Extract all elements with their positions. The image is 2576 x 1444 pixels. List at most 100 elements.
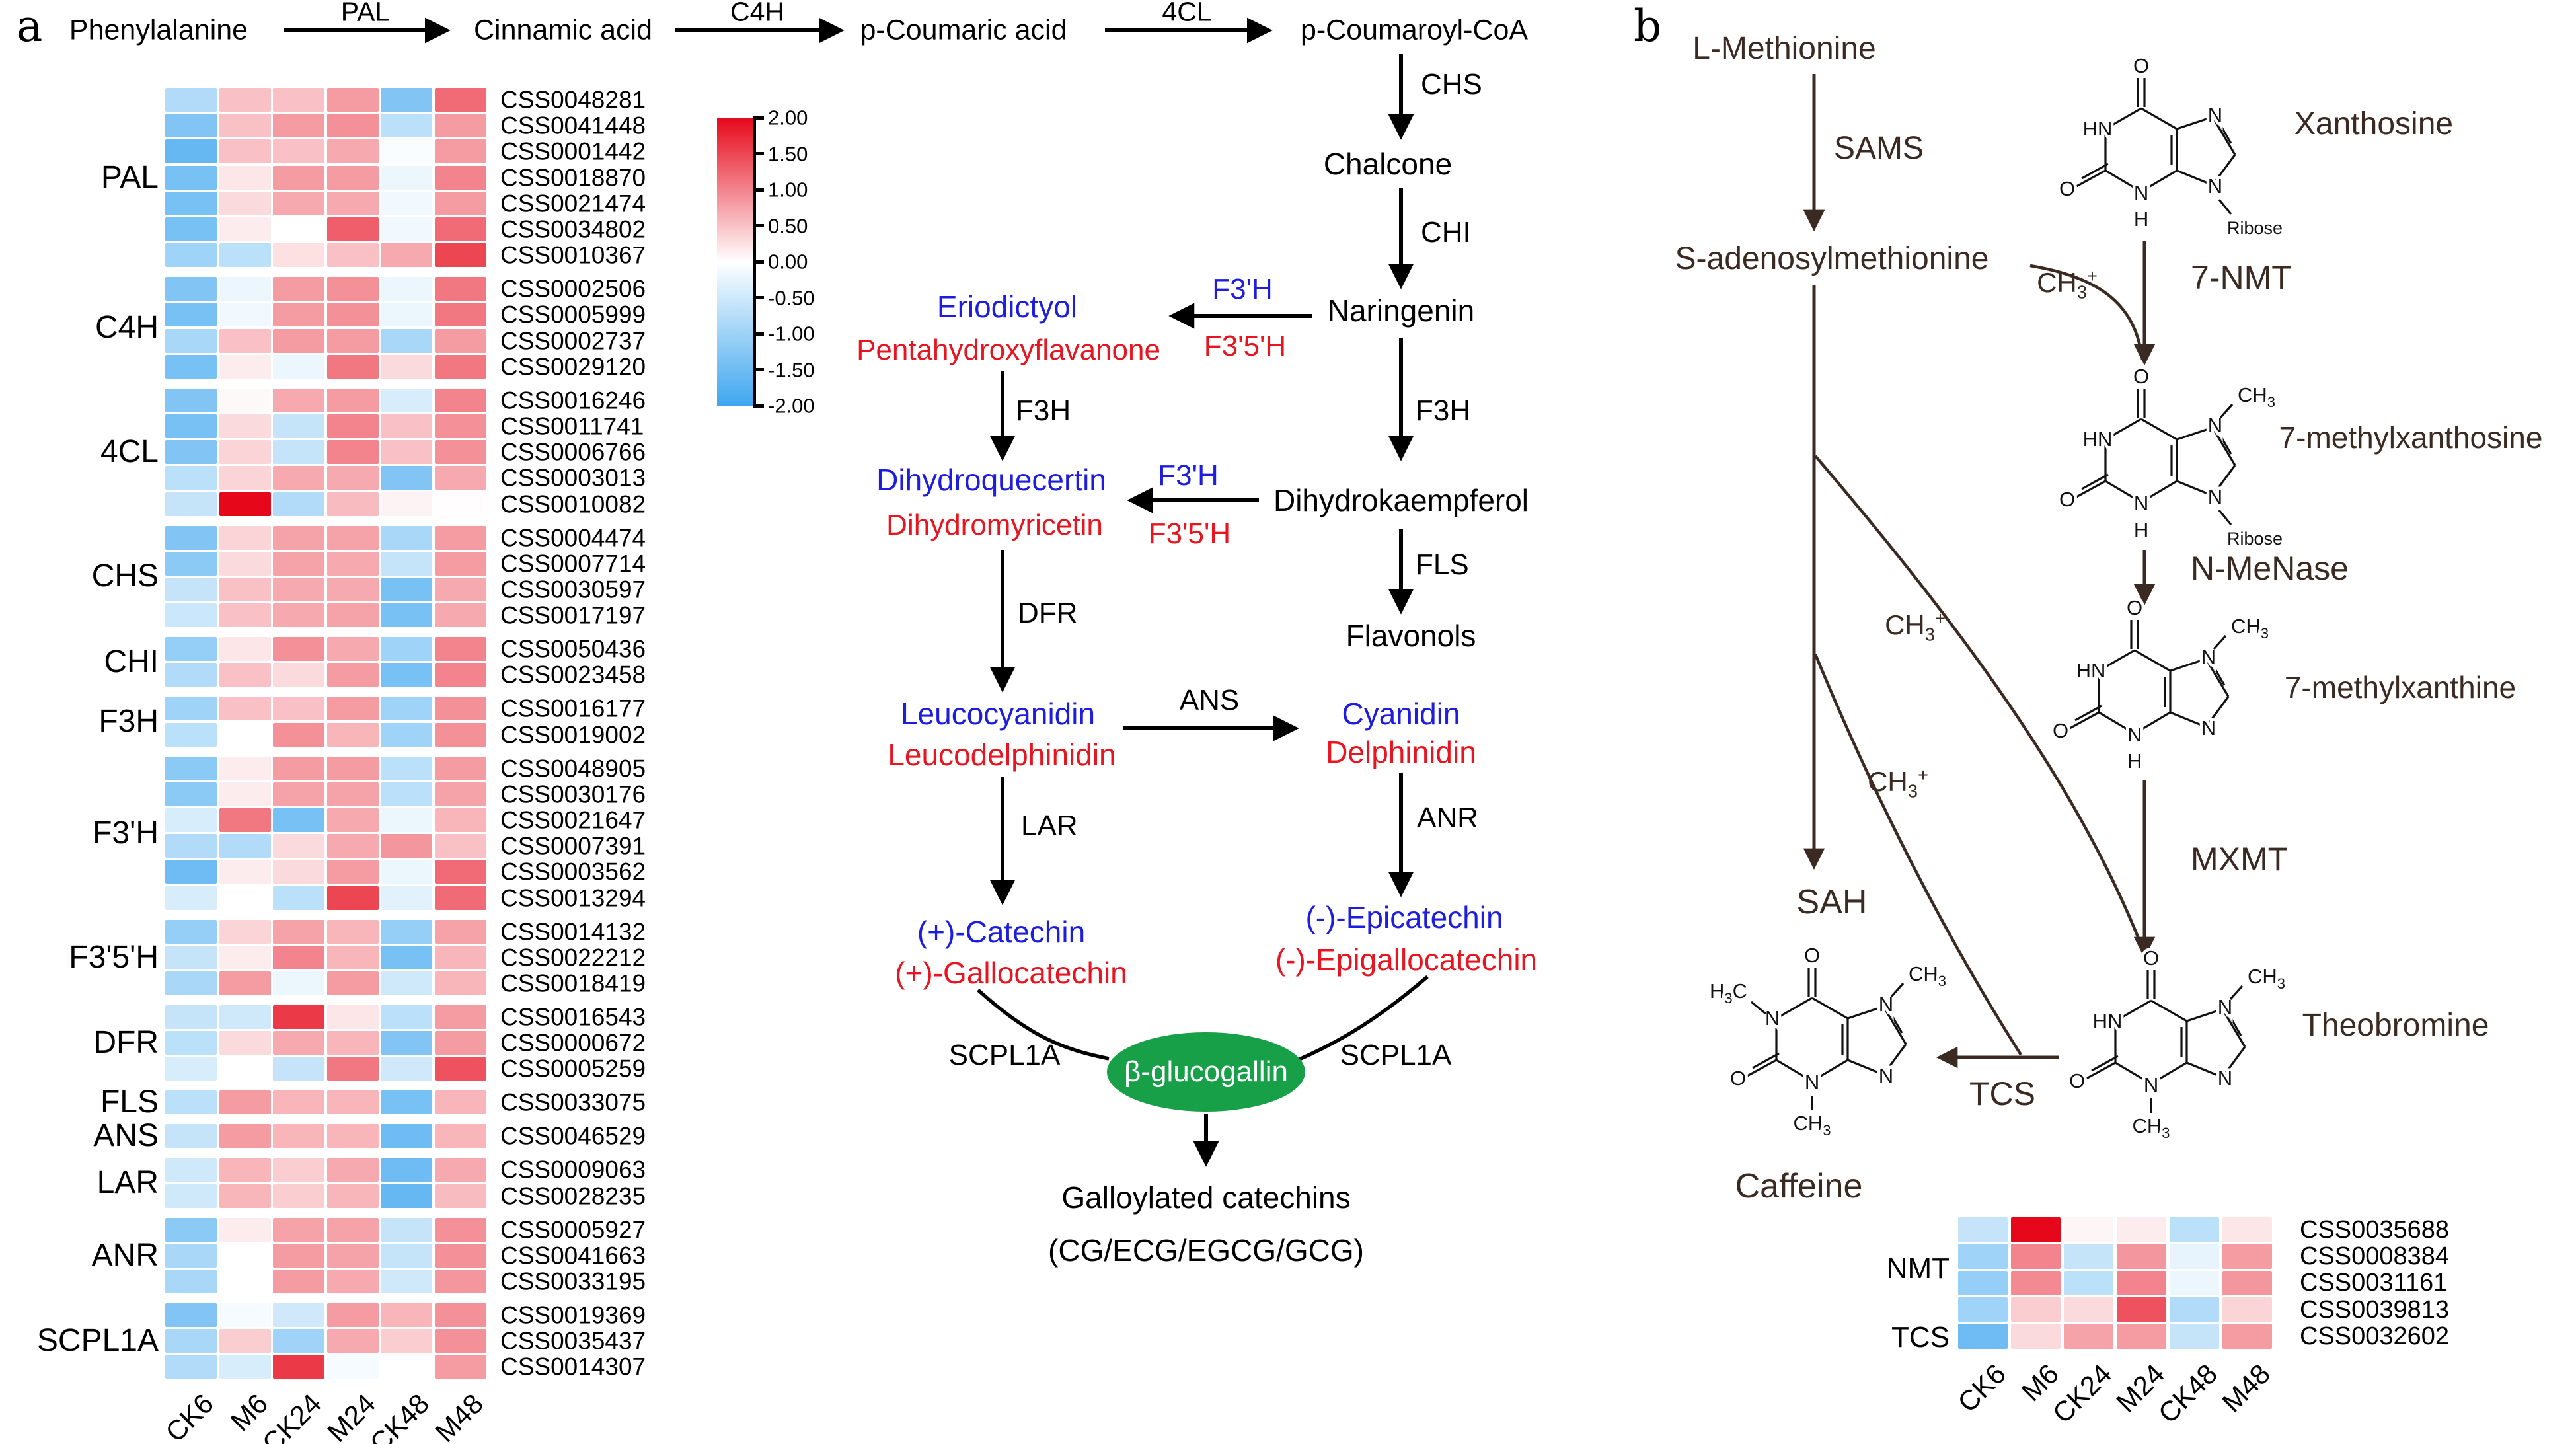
- heatmap-cell: [381, 971, 432, 995]
- heatmap-cell: [434, 1303, 486, 1327]
- heatmap-cell: [326, 722, 379, 747]
- heatmap-cell: [219, 217, 271, 241]
- metabolite-dihydroquecertin: Dihydroquecertin: [876, 463, 1106, 497]
- heatmap-cell: [434, 191, 486, 215]
- ch3-sup: +: [2086, 266, 2098, 287]
- heatmap-cell: [165, 191, 217, 215]
- metabolite-chalcone: Chalcone: [1323, 147, 1453, 181]
- heatmap-cell: [273, 277, 324, 301]
- gene-id-label: CSS0011741: [500, 412, 644, 440]
- heatmap-cell: [165, 697, 217, 721]
- metabolite-leucocyanidin: Leucocyanidin: [900, 697, 1096, 731]
- heatmap-cell: [381, 191, 432, 215]
- metabolite-7-methylxanthine: 7-methylxanthine: [2284, 670, 2517, 704]
- heatmap-cell: [219, 328, 271, 353]
- bond: [1847, 1005, 1884, 1020]
- heatmap-cell: [273, 466, 324, 490]
- heatmap-cell: [434, 88, 486, 112]
- heatmap-cell: [326, 637, 379, 662]
- bond: [2081, 163, 2109, 180]
- gene-id-label: CSS0005927: [500, 1216, 646, 1244]
- ch3-sup: +: [1934, 608, 1946, 629]
- atom-label: CH3: [2132, 1114, 2170, 1141]
- heatmap-cell: [273, 139, 324, 164]
- gene-id-label: CSS0023458: [500, 661, 646, 689]
- ch3-base: CH: [2037, 267, 2077, 299]
- heatmap-cell: [273, 1005, 324, 1029]
- heatmap-cell: [2170, 1217, 2219, 1242]
- enzyme-mxmt: MXMT: [2191, 841, 2289, 878]
- heatmap-cell: [219, 1057, 271, 1081]
- heatmap-cell: [273, 1158, 324, 1182]
- heatmap-cell: [381, 388, 432, 412]
- heatmap-cell: [219, 440, 271, 465]
- bond: [1847, 1059, 1884, 1076]
- heatmap-cell: [219, 88, 271, 112]
- colorbar-tick-label: -0.50: [768, 286, 815, 309]
- metabolite-caffeine: Caffeine: [1735, 1167, 1863, 1205]
- heatmap-cell: [326, 328, 379, 353]
- heatmap-cell: [434, 388, 486, 412]
- colorbar-tick: [753, 116, 764, 120]
- gene-id-label: CSS0019369: [500, 1301, 646, 1329]
- atom-label: N: [2201, 716, 2216, 740]
- gene-id-label: CSS0007714: [500, 550, 646, 578]
- heatmap-cell: [273, 578, 324, 601]
- bond: [2115, 1061, 2152, 1085]
- heatmap-cell: [434, 1355, 486, 1379]
- gene-group-label: ANS: [93, 1118, 159, 1154]
- heatmap-cell: [165, 1184, 217, 1208]
- heatmap-cell: [165, 722, 217, 747]
- heatmap-cell: [2170, 1244, 2219, 1269]
- heatmap-cell: [381, 139, 432, 164]
- heatmap-cell: [381, 637, 432, 662]
- gene-id-label: CSS0030597: [500, 576, 646, 603]
- heatmap-cell: [165, 1243, 217, 1268]
- gene-id-label: CSS0008384: [2300, 1242, 2450, 1271]
- atom-label: N: [2208, 103, 2222, 126]
- heatmap-cell: [434, 1243, 486, 1268]
- heatmap-cell: [381, 1329, 432, 1353]
- metabolite-sah: SAH: [1796, 883, 1868, 921]
- heatmap-cell: [2064, 1270, 2113, 1296]
- heatmap-cell: [326, 1090, 379, 1115]
- heatmap-cell: [434, 414, 486, 438]
- heatmap-cell: [273, 834, 324, 858]
- heatmap-cell: [381, 1124, 432, 1149]
- heatmap-cell: [434, 165, 486, 190]
- enzyme-f3h-right: F3H: [1416, 395, 1471, 427]
- heatmap-cell: [381, 466, 432, 490]
- heatmap-cell: [165, 303, 217, 327]
- bond: [2176, 480, 2213, 497]
- enzyme-ans: ANS: [1179, 684, 1240, 716]
- atom-label: N: [1879, 1064, 1893, 1087]
- heatmap-cell: [165, 1031, 217, 1055]
- heatmap-cell: [434, 808, 486, 832]
- gene-group-label: F3'5'H: [69, 939, 159, 975]
- ch3-sup: +: [1917, 765, 1928, 786]
- atom-label: N: [2134, 181, 2148, 204]
- gene-group-label: CHS: [91, 558, 159, 594]
- heatmap-cell: [326, 834, 379, 858]
- atom-label: H3C: [1710, 979, 1747, 1007]
- enzyme-f35h-2: F3'5'H: [1148, 517, 1231, 550]
- gene-group-label: FLS: [100, 1084, 159, 1120]
- heatmap-cell: [273, 1243, 324, 1268]
- gene-group-label: TCS: [1891, 1321, 1950, 1353]
- heatmap-cell: [219, 756, 271, 780]
- curve-ch3-1: [2029, 264, 2144, 361]
- heatmap-cell: [165, 165, 217, 190]
- metabolite-xanthosine: Xanthosine: [2294, 106, 2454, 141]
- heatmap-cell: [381, 603, 432, 628]
- gene-id-label: CSS0018870: [500, 164, 646, 192]
- heatmap-cell: [434, 1031, 486, 1055]
- heatmap-cell: [1958, 1244, 2008, 1269]
- heatmap-cell: [273, 388, 324, 412]
- galloylated-abbreviations: (CG/ECG/EGCG/GCG): [1048, 1233, 1364, 1268]
- heatmap-cell: [326, 808, 379, 832]
- atom-label: O: [2133, 54, 2149, 77]
- colorbar-tick-label: -1.00: [768, 322, 815, 346]
- heatmap-cell: [381, 860, 432, 884]
- enzyme-scpl1a-left: SCPL1A: [948, 1039, 1061, 1071]
